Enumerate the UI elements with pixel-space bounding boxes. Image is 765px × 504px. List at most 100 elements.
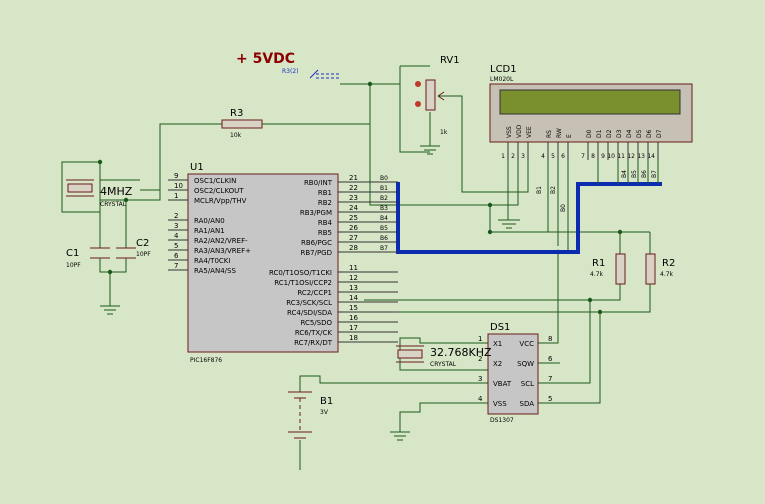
r3-resistor[interactable]: R3 10k: [221, 108, 263, 139]
ds1-pin-number: 6: [548, 355, 553, 363]
crystal-32k-type: CRYSTAL: [430, 361, 457, 368]
ds1-pin-number: 8: [548, 335, 552, 343]
u1-net-label: B3: [380, 205, 388, 212]
c2-value: 10PF: [136, 251, 151, 258]
lcd-pin-number: 14: [647, 153, 655, 160]
u1-pin-name: RA0/AN0: [194, 217, 225, 225]
ds1-pin-number: 7: [548, 375, 552, 383]
u1-pin-name: RC3/SCK/SCL: [286, 299, 332, 307]
ds1-pin-name: SDA: [520, 400, 535, 408]
c1-value: 10PF: [66, 262, 81, 269]
ds1307-rtc[interactable]: DS1 DS1307 1X12X23VBAT4VSS8VCC6SQW7SCL5S…: [478, 322, 553, 424]
r2-ref: R2: [662, 258, 675, 269]
u1-pin-name: RB5: [318, 229, 332, 237]
u1-net-label: B6: [380, 235, 388, 242]
u1-pin-number: 2: [174, 212, 178, 220]
lcd-pin-name: E: [566, 134, 573, 138]
u1-microcontroller[interactable]: U1 PIC16F876 9OSC1/CLKIN10OSC2/CLKOUT1MC…: [168, 162, 398, 364]
ds1-pin-name: VSS: [493, 400, 507, 408]
c2-capacitor[interactable]: C2 10PF: [116, 238, 151, 259]
lcd-pin-number: 7: [581, 153, 585, 160]
u1-pin-name: RC0/T1OSO/T1CKI: [269, 269, 332, 277]
u1-pin-number: 17: [349, 324, 358, 332]
ds1-pin-number: 4: [478, 395, 483, 403]
crystal-32k-freq: 32.768KHZ: [430, 346, 492, 359]
r2-resistor[interactable]: R2 4.7k: [645, 253, 675, 285]
ds1-pin-name: SCL: [521, 380, 534, 388]
lcd-pin-name: D6: [646, 129, 653, 138]
u1-pin-name: RB0/INT: [304, 179, 333, 187]
lcd-wire-labels: B1 B2 B0 B4 B5 B6 B7: [536, 170, 658, 212]
u1-pin-name: OSC1/CLKIN: [194, 177, 236, 185]
net-label-b5: B5: [631, 170, 638, 178]
u1-net-label: B2: [380, 195, 388, 202]
u1-pin-number: 5: [174, 242, 178, 250]
u1-pin-number: 10: [174, 182, 183, 190]
b1-value: 3V: [320, 409, 329, 416]
c1-ref: C1: [66, 248, 79, 259]
lcd-pin-name: D0: [586, 129, 593, 138]
data-bus: [396, 182, 662, 254]
lcd-pin-number: 1: [501, 153, 505, 160]
u1-right-pins: 21RB0/INTB022RB1B123RB2B224RB3/PGMB325RB…: [269, 174, 398, 347]
crystal-4mhz[interactable]: 4MHZ CRYSTAL: [66, 179, 133, 208]
r3-value: 10k: [230, 132, 242, 139]
u1-pin-name: OSC2/CLKOUT: [194, 187, 244, 195]
lcd-pin-name: D2: [606, 129, 613, 138]
crystal-4mhz-type: CRYSTAL: [100, 201, 127, 208]
ds1-pin-number: 5: [548, 395, 552, 403]
u1-net-label: B0: [380, 175, 388, 182]
net-label-b7: B7: [651, 170, 658, 178]
lcd-pin-number: 13: [637, 153, 645, 160]
net-label-b6: B6: [641, 170, 648, 178]
u1-pin-name: RC2/CCP1: [297, 289, 332, 297]
ds1-ref: DS1: [490, 322, 510, 333]
lcd-pin-number: 2: [511, 153, 515, 160]
rv1-ref: RV1: [440, 55, 460, 66]
r1-resistor[interactable]: R1 4.7k: [590, 253, 626, 285]
ds1-pin-name: X2: [493, 360, 502, 368]
b1-ref: B1: [320, 396, 333, 407]
u1-pin-name: RC5/SDO: [300, 319, 332, 327]
lcd-pin-name: D7: [656, 129, 663, 138]
lcd-ref: LCD1: [490, 64, 517, 75]
lcd-pin-number: 3: [521, 153, 525, 160]
ds1-pin-name: VCC: [519, 340, 534, 348]
lcd-pin-number: 4: [541, 153, 545, 160]
u1-pin-number: 9: [174, 172, 178, 180]
u1-pin-number: 11: [349, 264, 358, 272]
lcd-pin-name: VEE: [526, 126, 533, 138]
u1-pin-name: RC6/TX/CK: [295, 329, 333, 337]
u1-pin-number: 7: [174, 262, 178, 270]
lcd-pin-name: VDD: [516, 124, 523, 138]
lcd-pin-number: 9: [601, 153, 605, 160]
u1-pin-number: 23: [349, 194, 358, 202]
ds1-part: DS1307: [490, 417, 514, 424]
u1-pin-number: 24: [349, 204, 358, 212]
lcd-pin-name: D4: [626, 129, 633, 138]
u1-pin-number: 22: [349, 184, 358, 192]
u1-pin-number: 16: [349, 314, 358, 322]
lcd-pin-name: D3: [616, 129, 623, 138]
rv1-potentiometer[interactable]: RV1 1k: [415, 55, 460, 136]
b1-battery[interactable]: B1 3V: [288, 391, 333, 439]
u1-ref: U1: [190, 162, 204, 173]
lcd-pin-number: 5: [551, 153, 555, 160]
net-label-b4: B4: [621, 170, 628, 178]
u1-net-label: B5: [380, 225, 388, 232]
ds1-pin-number: 1: [478, 335, 482, 343]
lcd-part: LM020L: [490, 76, 514, 83]
crystal-32k[interactable]: 32.768KHZ CRYSTAL: [396, 345, 492, 368]
lcd-pin-number: 11: [617, 153, 625, 160]
wires: [61, 65, 651, 470]
u1-pin-name: MCLR/Vpp/THV: [194, 197, 247, 205]
r2-value: 4.7k: [660, 271, 674, 278]
u1-pin-name: RB7/PGD: [300, 249, 332, 257]
u1-pin-name: RB3/PGM: [300, 209, 332, 217]
u1-pin-number: 21: [349, 174, 358, 182]
r1-ref: R1: [592, 258, 605, 269]
lcd-pin-number: 8: [591, 153, 595, 160]
c1-capacitor[interactable]: C1 10PF: [66, 247, 110, 269]
lcd-module[interactable]: LCD1 LM020L VSS1VDD2VEE3RS4RW5E6D07D18D2…: [489, 64, 693, 160]
